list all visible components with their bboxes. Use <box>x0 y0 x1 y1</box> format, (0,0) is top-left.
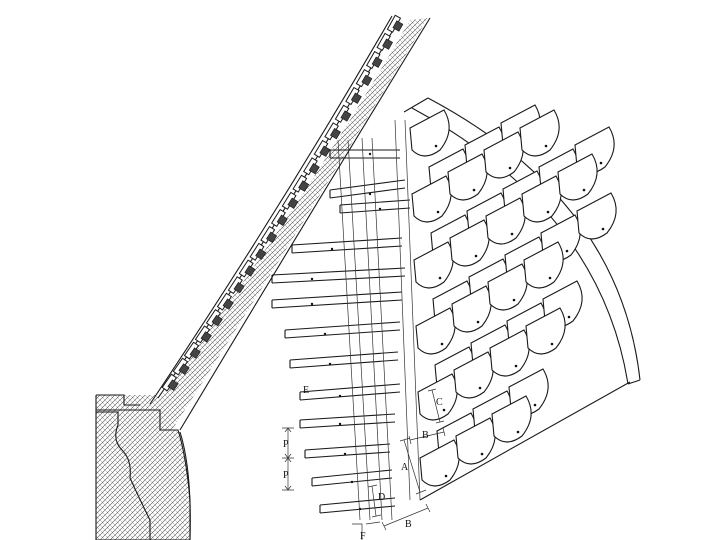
label-b-bottom: B <box>405 519 412 530</box>
batten <box>291 237 403 254</box>
scale-tile <box>409 109 450 157</box>
wall-tile <box>216 292 234 311</box>
wall-tile <box>270 208 288 227</box>
tile-nail <box>516 430 520 434</box>
nail <box>368 152 372 156</box>
wall-masonry <box>96 18 428 430</box>
scale-tile <box>491 395 532 443</box>
wall-tile <box>249 242 267 261</box>
scale-tile <box>523 241 564 289</box>
tile-nail <box>508 166 512 170</box>
tile-nail <box>567 315 571 319</box>
nail <box>328 362 332 366</box>
dimensions <box>282 388 446 540</box>
counter-batten <box>337 139 371 521</box>
scale-tile <box>525 307 566 355</box>
wall-tile <box>386 14 404 33</box>
wall-tile <box>365 50 383 70</box>
wall-tile <box>324 122 341 141</box>
wall-tile <box>227 276 245 295</box>
tile-nail <box>599 161 603 165</box>
wall-tile <box>205 309 223 328</box>
tile-nail <box>533 403 537 407</box>
tile-nail <box>510 232 514 236</box>
tile-nail <box>565 249 569 253</box>
label-d: D <box>378 492 385 503</box>
tile-nail <box>476 320 480 324</box>
label-e: E <box>303 385 309 396</box>
batten <box>319 497 396 514</box>
wall-tile <box>313 139 331 159</box>
batten <box>329 149 400 159</box>
label-c: C <box>436 397 443 408</box>
wall-tile <box>260 225 278 244</box>
nail <box>343 452 347 456</box>
tile-nail <box>474 254 478 258</box>
nail <box>378 207 382 211</box>
wall-tile <box>292 174 310 193</box>
batten <box>271 291 403 309</box>
label-p-top: P <box>283 439 289 450</box>
wall-tiles <box>161 14 404 392</box>
scale-tile <box>557 153 598 201</box>
nail <box>310 302 314 306</box>
wall-tile <box>281 191 299 210</box>
tile-nail <box>544 144 548 148</box>
tile-nail <box>442 408 446 412</box>
tile-nail <box>438 276 442 280</box>
batten <box>304 443 391 459</box>
counter-battens <box>337 119 421 521</box>
battens <box>271 149 411 514</box>
wall-tile <box>238 259 256 278</box>
nail <box>323 332 327 336</box>
nail <box>338 394 342 398</box>
wall-tile <box>303 157 320 176</box>
counter-batten <box>361 137 393 521</box>
wall-tile <box>355 68 373 88</box>
wall-base <box>95 409 191 540</box>
tile-nail <box>550 342 554 346</box>
tile-nail <box>434 144 438 148</box>
scale-tiles <box>409 104 617 487</box>
nail <box>330 247 334 251</box>
batten <box>299 383 401 401</box>
tile-nail <box>480 452 484 456</box>
tile-nail <box>601 227 605 231</box>
tile-nail <box>444 474 448 478</box>
batten <box>284 321 401 339</box>
batten <box>271 267 406 284</box>
wall-section <box>95 15 431 540</box>
nail <box>310 277 314 281</box>
scale-tile <box>576 192 617 240</box>
batten <box>299 413 396 429</box>
wall-tile <box>334 104 352 123</box>
batten <box>329 179 406 199</box>
batten <box>289 351 399 369</box>
nail <box>350 480 354 484</box>
nail <box>338 422 342 426</box>
tile-nail <box>478 386 482 390</box>
wall-tile <box>183 341 201 360</box>
wall-tile <box>161 373 179 392</box>
label-b-top: B <box>422 430 429 441</box>
tile-nail <box>546 210 550 214</box>
label-p-bottom: P <box>283 470 289 481</box>
wall-tile <box>376 32 393 52</box>
wall-tile <box>172 357 190 376</box>
wall-tile <box>194 325 212 344</box>
counter-batten <box>394 119 421 501</box>
nail <box>368 192 372 196</box>
tile-nail <box>548 276 552 280</box>
tile-nail <box>472 188 476 192</box>
wall-tile <box>345 86 362 106</box>
label-f: F <box>360 531 366 540</box>
tile-nail <box>582 188 586 192</box>
tile-nail <box>512 298 516 302</box>
tile-nail <box>436 210 440 214</box>
tile-nail <box>514 364 518 368</box>
label-a: A <box>401 462 409 473</box>
tile-nail <box>440 342 444 346</box>
scale-tile <box>519 109 560 157</box>
